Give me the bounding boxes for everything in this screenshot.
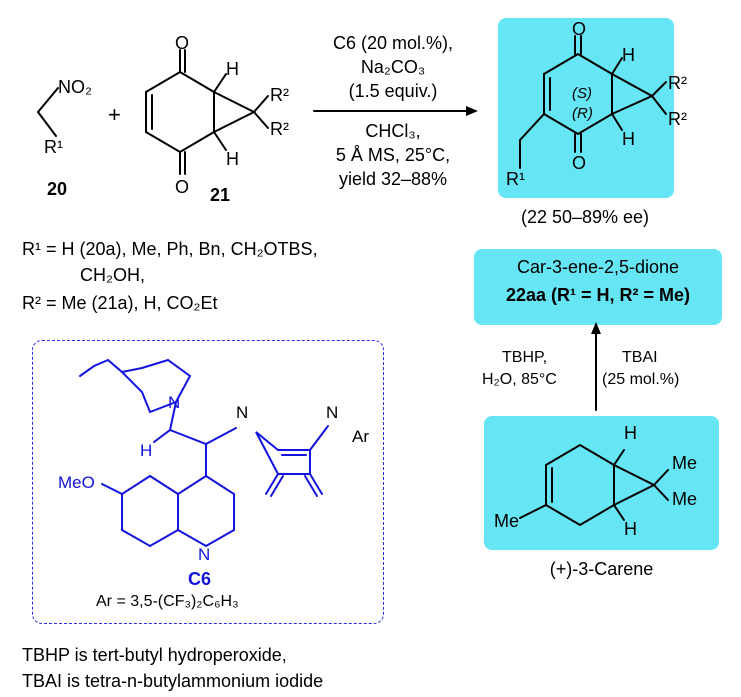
dione-22aa-highlight xyxy=(474,249,722,325)
compound-20-label: 20 xyxy=(47,179,68,199)
quinone-o-top: O xyxy=(175,33,190,53)
product-o-top: O xyxy=(572,19,587,39)
carene-highlight xyxy=(484,416,719,550)
compound-21-label: 21 xyxy=(210,185,231,205)
product-22-highlight xyxy=(498,18,674,198)
condition-below-3: yield 32–88% xyxy=(338,169,448,189)
r1-definitions-cont: CH₂OH, xyxy=(80,265,145,285)
plus-sign: + xyxy=(108,102,121,127)
arrow-condition-left-2: H₂O, 85°C xyxy=(482,371,557,388)
carene-ring xyxy=(545,443,615,527)
carene-me-right-2: Me xyxy=(672,489,698,509)
product-r2-top: R² xyxy=(668,73,687,93)
r1-definitions: R¹ = H (20a), Me, Ph, Bn, CH₂OTBS, xyxy=(22,239,318,259)
condition-above-2: Na₂CO₃ xyxy=(360,57,426,77)
carene-me-left: Me xyxy=(494,511,520,531)
catalyst-n-bridge: N xyxy=(168,393,181,412)
footnote-tbai: TBAI is tetra-n-butylammonium iodide xyxy=(22,671,324,691)
catalyst-nh-2: N xyxy=(326,403,339,422)
quinone-o-bottom: O xyxy=(175,177,190,197)
catalyst-box xyxy=(32,340,384,624)
carene-name: (+)-3-Carene xyxy=(549,559,654,579)
arrow-condition-right-2: (25 mol.%) xyxy=(602,371,680,388)
carene-h-bottom: H xyxy=(624,519,637,539)
catalyst-c6-structure xyxy=(79,358,329,548)
catalyst-quinoline-n: N xyxy=(198,545,211,564)
catalyst-ar-definition: Ar = 3,5-(CF₃)₂C₆H₃ xyxy=(96,593,239,610)
product-h-bottom: H xyxy=(622,129,635,149)
nitro-group-label: NO₂ xyxy=(58,77,92,97)
product-r1-label: R¹ xyxy=(506,169,525,189)
footnote-tbhp: TBHP is tert-butyl hydroperoxide, xyxy=(22,645,287,665)
condition-below-1: CHCl₃, xyxy=(365,121,421,141)
catalyst-ar: Ar xyxy=(352,427,369,446)
dione-name: Car-3-ene-2,5-dione xyxy=(516,257,680,277)
dione-compound: 22aa (R¹ = H, R² = Me) xyxy=(505,285,691,305)
catalyst-nh-1: N xyxy=(236,403,249,422)
arrow-condition-left-1: TBHP, xyxy=(502,349,548,366)
quinone-21-ring xyxy=(145,70,215,154)
nitro-bonds xyxy=(36,87,59,137)
r1-label-20: R¹ xyxy=(44,137,63,157)
r2-definitions: R² = Me (21a), H, CO₂Et xyxy=(22,293,218,313)
reaction-arrowhead xyxy=(466,106,478,116)
condition-above-1: C6 (20 mol.%), xyxy=(332,33,454,53)
quinone-h-bottom: H xyxy=(226,149,239,169)
product-r2-bottom: R² xyxy=(668,109,687,129)
quinone-r2-top: R² xyxy=(270,85,289,105)
carene-me-right-1: Me xyxy=(672,453,698,473)
product-22-caption: (22 50–89% ee) xyxy=(520,207,650,227)
condition-below-2: 5 Å MS, 25°C, xyxy=(335,145,451,165)
stereo-s-label: (S) xyxy=(572,85,592,102)
catalyst-h: H xyxy=(140,441,153,460)
quinone-r2-bottom: R² xyxy=(270,119,289,139)
condition-above-3: (1.5 equiv.) xyxy=(348,81,438,101)
product-o-bottom: O xyxy=(572,153,587,173)
product-h-top: H xyxy=(622,45,635,65)
catalyst-c6-label: C6 xyxy=(188,569,212,589)
stereo-r-label: (R) xyxy=(572,105,593,122)
catalyst-meo: MeO xyxy=(58,473,95,492)
carene-h-top: H xyxy=(624,423,637,443)
oxidation-arrowhead xyxy=(591,322,601,334)
quinone-h-top: H xyxy=(226,59,239,79)
arrow-condition-right-1: TBAI xyxy=(622,349,658,366)
